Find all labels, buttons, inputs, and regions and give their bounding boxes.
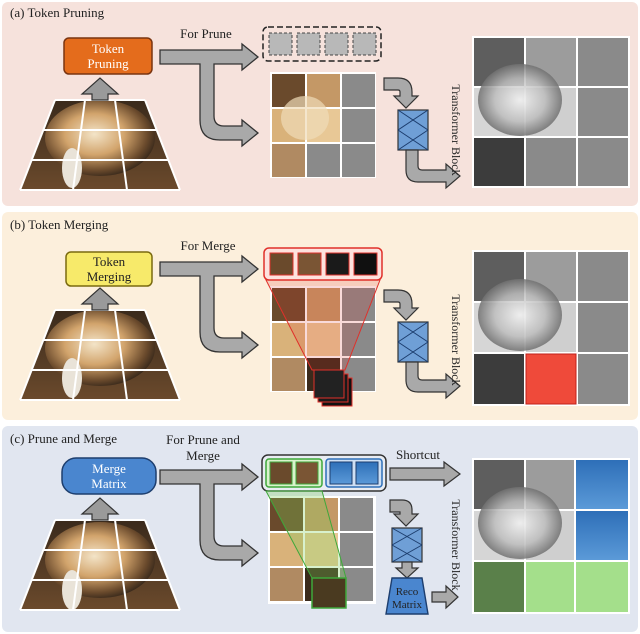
panel-a-output-grid bbox=[472, 36, 630, 188]
panel-c-output-grid bbox=[472, 458, 630, 614]
panel-b: (b) Token Merging Token Merging For Merg… bbox=[2, 212, 638, 420]
transformer-block bbox=[398, 110, 428, 150]
panel-b-title: (b) Token Merging bbox=[10, 217, 109, 232]
merge-token bbox=[296, 462, 318, 484]
merge-token bbox=[326, 253, 349, 275]
merge-matrix-label-2: Matrix bbox=[91, 476, 127, 491]
transformer-block-label: Transformer Block bbox=[449, 499, 463, 590]
merge-token-output bbox=[526, 562, 574, 612]
for-prune-label: For Prune bbox=[180, 26, 232, 41]
token-pruning-label-2: Pruning bbox=[87, 56, 129, 71]
reco-matrix-label-1: Reco bbox=[396, 586, 419, 598]
panel-c: (c) Prune and Merge Merge Matrix For Pru… bbox=[2, 426, 638, 632]
prune-token-output bbox=[576, 511, 628, 560]
panel-a: (a) Token Pruning Token Pruning For Prun… bbox=[2, 2, 638, 206]
token-merging-label-1: Token bbox=[93, 254, 126, 269]
pruned-token bbox=[297, 33, 320, 55]
token-grid bbox=[270, 72, 376, 178]
for-merge-label: For Merge bbox=[180, 238, 235, 253]
merge-token-output bbox=[474, 562, 524, 612]
for-prune-and-merge-label-2: Merge bbox=[186, 448, 220, 463]
prune-token bbox=[356, 462, 378, 484]
transformer-block-label: Transformer Block bbox=[449, 294, 463, 385]
merged-token-output bbox=[526, 354, 576, 404]
reco-matrix-label-2: Matrix bbox=[392, 599, 422, 611]
pruned-token bbox=[325, 33, 348, 55]
merge-token bbox=[270, 253, 293, 275]
panel-b-output-grid bbox=[472, 250, 630, 406]
transformer-block bbox=[398, 322, 428, 362]
panel-c-title: (c) Prune and Merge bbox=[10, 431, 117, 446]
merge-token bbox=[270, 462, 292, 484]
pruned-token bbox=[269, 33, 292, 55]
prune-token bbox=[330, 462, 352, 484]
prune-token-output bbox=[576, 460, 628, 509]
merge-token bbox=[298, 253, 321, 275]
shortcut-label: Shortcut bbox=[396, 447, 440, 462]
pruned-token bbox=[353, 33, 376, 55]
merge-matrix-label-1: Merge bbox=[92, 461, 126, 476]
for-prune-and-merge-label-1: For Prune and bbox=[166, 432, 240, 447]
transformer-block-label: Transformer Block bbox=[449, 84, 463, 175]
merge-token bbox=[354, 253, 377, 275]
merged-stack bbox=[314, 370, 344, 398]
panel-a-title: (a) Token Pruning bbox=[10, 5, 105, 20]
merged-stack bbox=[312, 578, 346, 608]
token-pruning-label-1: Token bbox=[92, 41, 125, 56]
transformer-block bbox=[392, 528, 422, 562]
merge-token-output bbox=[576, 562, 628, 612]
token-merging-label-2: Merging bbox=[87, 269, 132, 284]
